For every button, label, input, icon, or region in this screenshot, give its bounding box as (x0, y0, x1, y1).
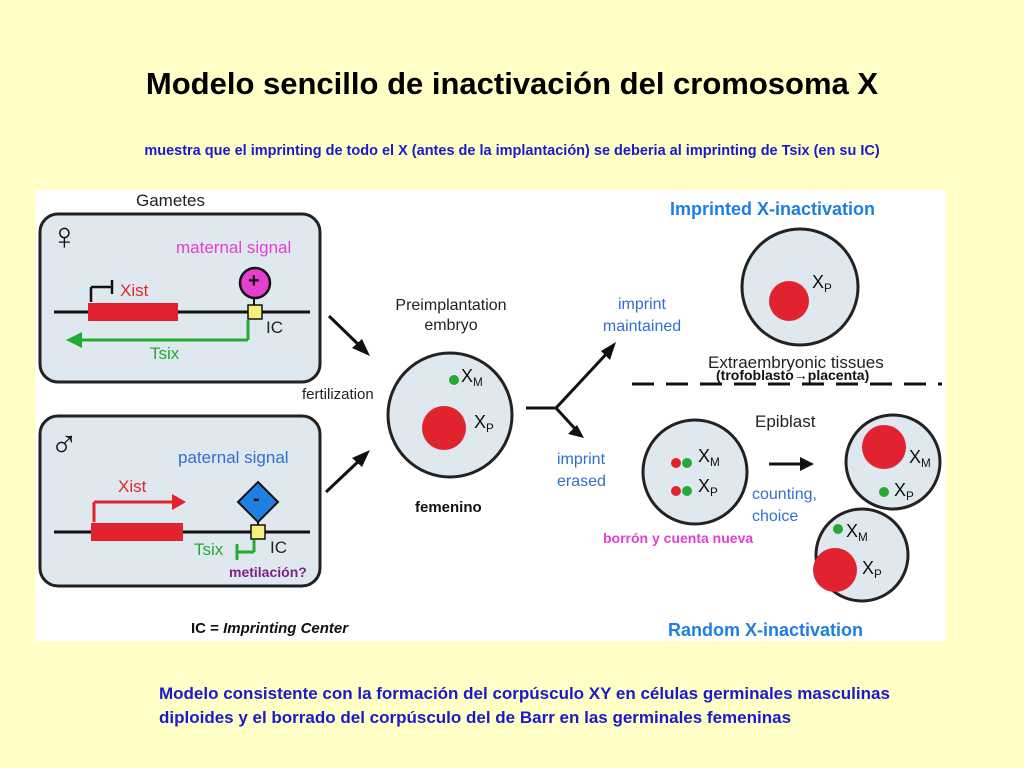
paternal-ic-label: IC (270, 538, 287, 557)
paternal-xist-label: Xist (118, 477, 147, 496)
page-title: Modelo sencillo de inactivación del crom… (145, 66, 879, 101)
embryo-xm-dot (449, 375, 459, 385)
x-letter: X (698, 446, 711, 466)
fertilization-arrow-top (327, 314, 364, 350)
imprint-maintained-line2: maintained (602, 318, 682, 335)
maternal-xist-label: Xist (120, 281, 149, 300)
diagram-graphics (38, 212, 942, 603)
gametes-label: Gametes (136, 191, 205, 210)
paternal-xist-gene (91, 523, 183, 541)
maternal-xist-gene (88, 303, 178, 321)
imprint-erased-line2: erased (557, 473, 606, 490)
epiblast-label: Epiblast (755, 412, 816, 431)
maternal-ic-label: IC (266, 318, 283, 337)
p-subscript: P (486, 422, 494, 436)
imprint-maintained-label: imprint maintained (587, 294, 697, 338)
paternal-minus-sign: - (253, 488, 260, 510)
metilacion-label: metilación? (229, 564, 307, 580)
counting-choice-label: counting, choice (752, 484, 817, 528)
counting-line2: choice (752, 508, 799, 525)
p-subscript: P (906, 490, 914, 504)
maternal-plus-sign: + (248, 270, 260, 292)
p-subscript: P (874, 568, 882, 582)
page-subtitle: muestra que el imprinting de todo el X (… (144, 143, 880, 159)
fertilization-arrow-bottom (324, 456, 364, 494)
extraembryonic-xp-label: XP (812, 272, 832, 296)
x-letter: X (474, 412, 487, 432)
ic-legend-prefix: IC = (191, 620, 224, 637)
p-subscript: P (824, 282, 832, 296)
maternal-tsix-label: Tsix (150, 344, 180, 363)
embryo-xm-label: XM (461, 366, 483, 390)
imprint-erased-label: imprint erased (557, 449, 606, 493)
imprint-maintained-line1: imprint (617, 296, 666, 313)
embryo-xp-body (422, 406, 466, 450)
maternal-plus-circle (238, 266, 272, 300)
random-xm-active-dot (833, 524, 843, 534)
epiblast-cell (641, 418, 749, 526)
x-letter: X (862, 558, 875, 578)
x-letter: X (812, 272, 825, 292)
epiblast-xp-red-dot (671, 486, 681, 496)
extraembryonic-xp-body (769, 281, 809, 321)
epiblast-xp-green-dot (682, 486, 692, 496)
counting-line1: counting, (752, 486, 817, 503)
borron-label: borrón y cuenta nueva (603, 530, 754, 546)
m-subscript: M (473, 376, 483, 390)
ic-legend-term: Imprinting Center (223, 620, 349, 637)
imprint-erased-line1: imprint (557, 451, 606, 468)
x-letter: X (846, 521, 859, 541)
x-letter: X (894, 480, 907, 500)
caption-text: Modelo consistente con la formación del … (159, 684, 890, 727)
random-xp-active-dot (879, 487, 889, 497)
preimplantation-label-line2: embryo (424, 317, 478, 334)
fertilization-label: fertilization (302, 386, 374, 403)
diagram-panel: Gametes ♀ ♂ maternal signal paternal sig… (36, 190, 946, 641)
epiblast-xp-label: XP (698, 476, 718, 500)
branch-up-arrow (554, 348, 612, 410)
trofoblasto-label: (trofoblasto→placenta) (716, 367, 870, 383)
random-cell1-xm-label: XM (909, 447, 931, 471)
x-letter: X (698, 476, 711, 496)
male-symbol-icon: ♂ (50, 424, 79, 466)
preimplantation-label: Preimplantation embryo (386, 296, 516, 336)
paternal-signal-label: paternal signal (178, 448, 289, 467)
random-cell2-xp-label: XP (862, 558, 882, 582)
maternal-signal-label: maternal signal (176, 238, 292, 257)
m-subscript: M (921, 457, 931, 471)
maternal-ic-box (247, 304, 263, 320)
femenino-label: femenino (415, 499, 482, 516)
embryo-xp-label: XP (474, 412, 494, 436)
paternal-tsix-label: Tsix (194, 540, 224, 559)
epiblast-xm-green-dot (682, 458, 692, 468)
random-xp-body (813, 548, 857, 592)
preimplantation-label-line1: Preimplantation (395, 297, 507, 314)
x-letter: X (909, 447, 922, 467)
random-x-inactivation-label: Random X-inactivation (668, 620, 864, 640)
p-subscript: P (710, 486, 718, 500)
paternal-ic-box (250, 524, 266, 540)
random-cell1-xp-label: XP (894, 480, 914, 504)
ic-legend: IC = Imprinting Center (191, 620, 348, 637)
female-symbol-icon: ♀ (50, 216, 79, 258)
random-cell2-xm-label: XM (846, 521, 868, 545)
extraembryonic-label: Extraembryonic tissues (708, 353, 884, 372)
m-subscript: M (858, 531, 868, 545)
epiblast-xm-label: XM (698, 446, 720, 470)
x-letter: X (461, 366, 474, 386)
epiblast-xm-red-dot (671, 458, 681, 468)
imprinted-x-inactivation-label: Imprinted X-inactivation (670, 199, 876, 219)
m-subscript: M (710, 456, 720, 470)
random-xm-body (862, 425, 906, 469)
